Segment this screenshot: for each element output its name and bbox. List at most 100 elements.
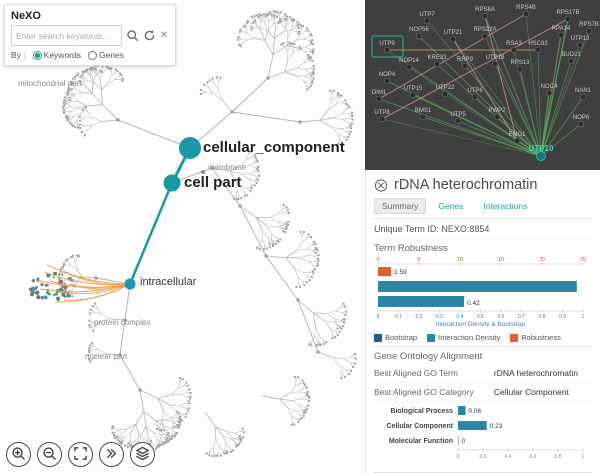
radio-keywords-label: Keywords	[43, 50, 81, 60]
net-node-DIM1[interactable]: DIM1	[372, 90, 387, 103]
svg-text:0.8: 0.8	[555, 454, 562, 460]
tab-interactions[interactable]: Interactions	[483, 201, 528, 211]
net-node-RRP9[interactable]: RRP9	[457, 57, 474, 70]
net-node-NOC4[interactable]: NOC4	[541, 84, 558, 97]
net-node-EMG1[interactable]: EMG1	[508, 132, 526, 145]
tree-node-label[interactable]: protein complex	[94, 318, 151, 327]
go-alignment-heading: Gene Ontology Alignment	[374, 346, 592, 364]
collapse-tree-button[interactable]	[99, 442, 124, 467]
net-node-NOP6[interactable]: NOP6	[573, 115, 590, 128]
radio-genes-input[interactable]	[87, 50, 97, 60]
svg-text:25: 25	[580, 257, 586, 263]
zoom-in-button[interactable]	[6, 442, 31, 467]
svg-text:UTP9: UTP9	[379, 41, 395, 47]
net-node-RPS7B[interactable]: RPS7B	[579, 22, 599, 35]
svg-text:0.7: 0.7	[518, 314, 525, 320]
ontology-tree-canvas[interactable]	[0, 0, 365, 473]
svg-text:NOC4: NOC4	[541, 84, 558, 90]
net-node-UTP15[interactable]: UTP15	[404, 86, 423, 99]
search-input[interactable]	[11, 25, 122, 46]
tab-genes[interactable]: Genes	[438, 201, 464, 211]
net-node-PWP2[interactable]: PWP2	[488, 108, 506, 121]
svg-text:RPS17B: RPS17B	[556, 10, 579, 16]
reset-search-icon[interactable]	[142, 29, 156, 43]
net-node-RPS4B[interactable]: RPS4B	[516, 5, 536, 18]
net-node-RPS13[interactable]: RPS13	[510, 60, 530, 73]
clear-search-icon[interactable]: ✕	[159, 30, 169, 41]
net-node-UTP22[interactable]: UTP22	[436, 85, 455, 98]
tree-node-cellular-component[interactable]	[179, 137, 201, 159]
net-node-KRE33[interactable]: KRE33	[427, 55, 447, 68]
net-node-NOP4[interactable]: NOP4	[379, 72, 396, 85]
search-icon[interactable]	[125, 29, 139, 43]
tree-node-label[interactable]: intracellular	[140, 276, 197, 288]
svg-text:UTP18: UTP18	[486, 55, 505, 61]
net-node-UTP9[interactable]: UTP9	[371, 35, 404, 58]
detail-header: rDNA heterochromatin	[374, 174, 592, 196]
zoom-out-button[interactable]	[37, 442, 62, 467]
tree-node-intracellular[interactable]	[124, 278, 136, 290]
net-node-NOP56[interactable]: NOP56	[409, 27, 429, 40]
fit-to-screen-button[interactable]	[68, 442, 93, 467]
layers-button[interactable]	[130, 442, 155, 467]
tree-node-label[interactable]: mitochondrial part	[18, 79, 82, 88]
svg-text:UTP7: UTP7	[419, 12, 435, 18]
svg-text:0: 0	[462, 438, 466, 445]
net-node-RPS17B[interactable]: RPS17B	[556, 10, 580, 23]
svg-text:0.4: 0.4	[457, 314, 464, 320]
tab-summary[interactable]: Summary	[374, 198, 427, 214]
legend-item: Robustness	[510, 333, 561, 342]
net-node-HSC82[interactable]: HSC82	[528, 41, 548, 54]
net-node-BMS1[interactable]: BMS1	[415, 108, 432, 121]
svg-text:BMS1: BMS1	[415, 108, 432, 114]
svg-text:UTP8: UTP8	[374, 110, 390, 116]
net-node-UTP13[interactable]: UTP13	[571, 36, 590, 49]
net-node-RSA3[interactable]: RSA3	[506, 41, 522, 54]
net-node-RPS8A[interactable]: RPS8A	[475, 7, 495, 20]
net-node-RPA14[interactable]: RPA14	[552, 26, 571, 39]
net-node-UTP10[interactable]: UTP10	[529, 144, 554, 161]
svg-text:RPA14: RPA14	[552, 26, 571, 32]
tree-node-cell-part[interactable]	[163, 174, 181, 192]
svg-text:UTP13: UTP13	[571, 36, 590, 42]
svg-text:10: 10	[457, 257, 463, 263]
radio-genes[interactable]: Genes	[87, 50, 124, 60]
double-chevron-icon	[104, 446, 119, 464]
tree-node-label[interactable]: cell part	[184, 174, 242, 191]
net-node-UTP6[interactable]: UTP6	[467, 88, 483, 101]
radio-keywords[interactable]: Keywords	[32, 50, 81, 60]
net-node-UTP7[interactable]: UTP7	[419, 12, 435, 25]
net-node-RPS22A[interactable]: RPS22A	[473, 27, 497, 40]
tree-node-label[interactable]: cellular_component	[203, 139, 345, 156]
svg-text:Molecular Function: Molecular Function	[389, 438, 453, 445]
zoom-toolbar	[6, 442, 155, 467]
svg-text:0.5: 0.5	[477, 314, 484, 320]
net-node-UTP5[interactable]: UTP5	[450, 112, 466, 125]
net-node-NAN1[interactable]: NAN1	[575, 88, 592, 101]
net-node-UTP21[interactable]: UTP21	[444, 30, 463, 43]
close-icon[interactable]	[374, 178, 388, 192]
net-node-BUD21[interactable]: BUD21	[561, 52, 581, 65]
svg-text:1: 1	[582, 314, 585, 320]
tree-node-label[interactable]: membrane	[208, 163, 247, 172]
net-node-NOP14[interactable]: NOP14	[399, 58, 419, 71]
zoom-out-icon	[42, 446, 57, 464]
net-node-UTP8[interactable]: UTP8	[374, 110, 390, 123]
radio-keywords-input[interactable]	[32, 50, 42, 60]
tree-node-label[interactable]: nuclear part	[85, 352, 128, 361]
svg-text:BUD21: BUD21	[561, 52, 581, 58]
svg-text:1.59: 1.59	[394, 269, 407, 276]
net-node-UTP18[interactable]: UTP18	[486, 55, 505, 68]
search-by-row: By : Keywords Genes	[11, 50, 169, 60]
svg-text:RSA3: RSA3	[506, 41, 522, 47]
svg-text:NOP14: NOP14	[399, 58, 419, 64]
svg-text:Interaction Density & Bootstra: Interaction Density & Bootstrap	[436, 321, 526, 327]
svg-text:0: 0	[376, 257, 379, 263]
